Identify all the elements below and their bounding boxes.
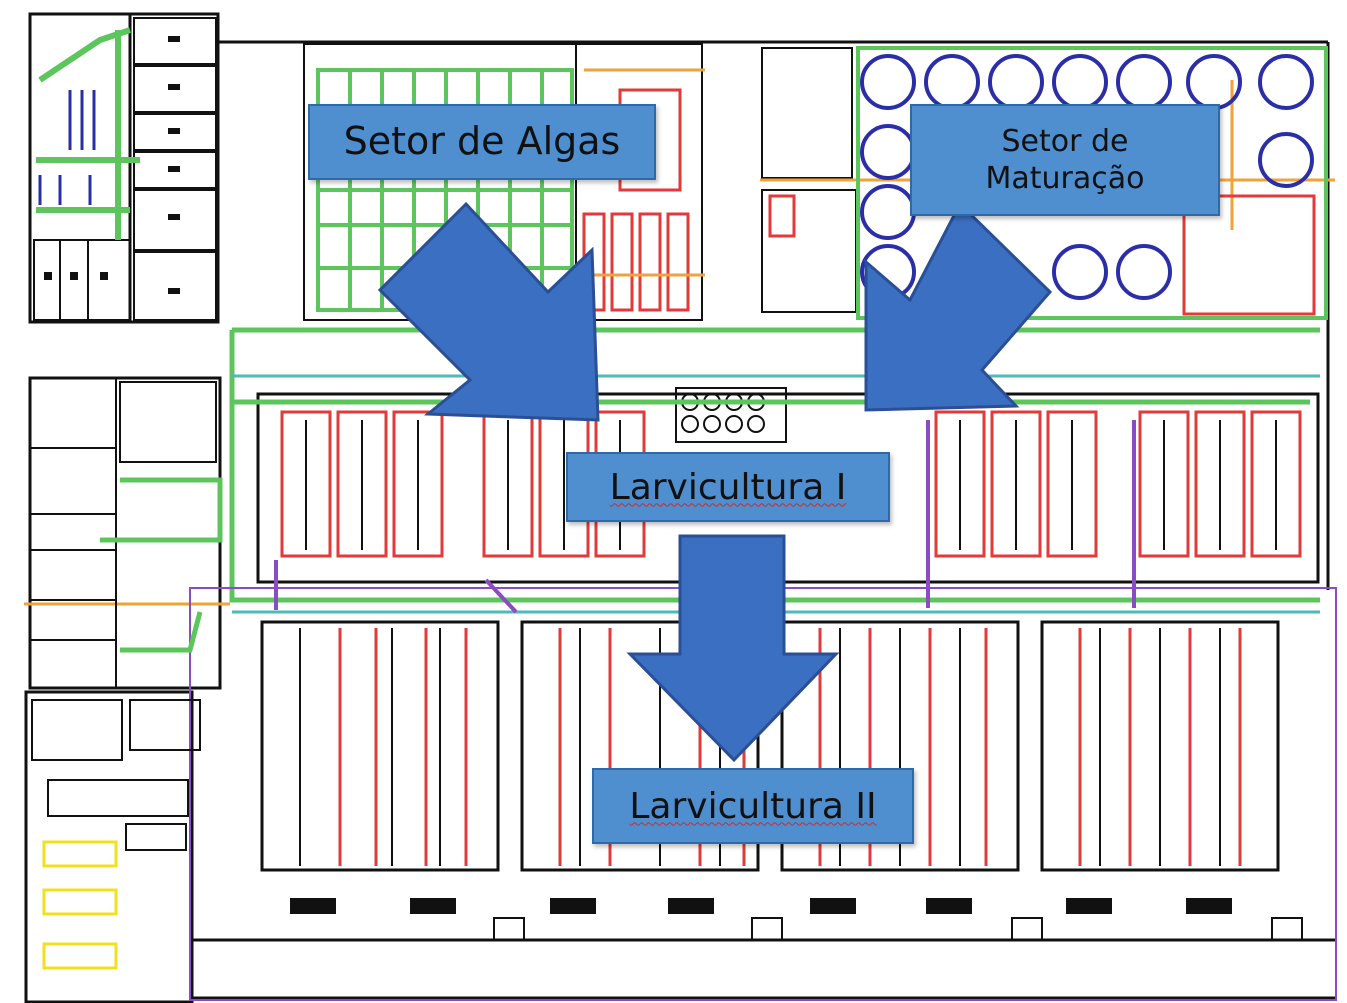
larvicultura-1-tanks — [280, 410, 1302, 558]
rooms-top-left — [33, 17, 217, 321]
larvicultura-2-tanks — [260, 620, 1280, 872]
larvicultura-2-label: Larvicultura II — [592, 768, 914, 844]
larvicultura-1-label: Larvicultura I — [566, 452, 890, 522]
larvicultura-1-walls — [256, 392, 1320, 584]
larvicultura-2-text: Larvicultura II — [629, 785, 877, 827]
setor-de-algas-label: Setor de Algas — [308, 104, 656, 180]
setor-de-maturacao-text: Setor de Maturação — [985, 123, 1145, 197]
larvicultura-1-text: Larvicultura I — [609, 466, 847, 508]
pipes-top-left — [36, 27, 140, 240]
arrow-down-icon — [626, 534, 840, 763]
setor-de-maturacao-label: Setor de Maturação — [910, 104, 1220, 216]
arrow-down-left-icon — [864, 201, 1053, 412]
setor-de-algas-text: Setor de Algas — [343, 119, 621, 164]
main-pipes — [229, 327, 1320, 614]
arrow-down-right-icon — [377, 201, 600, 422]
